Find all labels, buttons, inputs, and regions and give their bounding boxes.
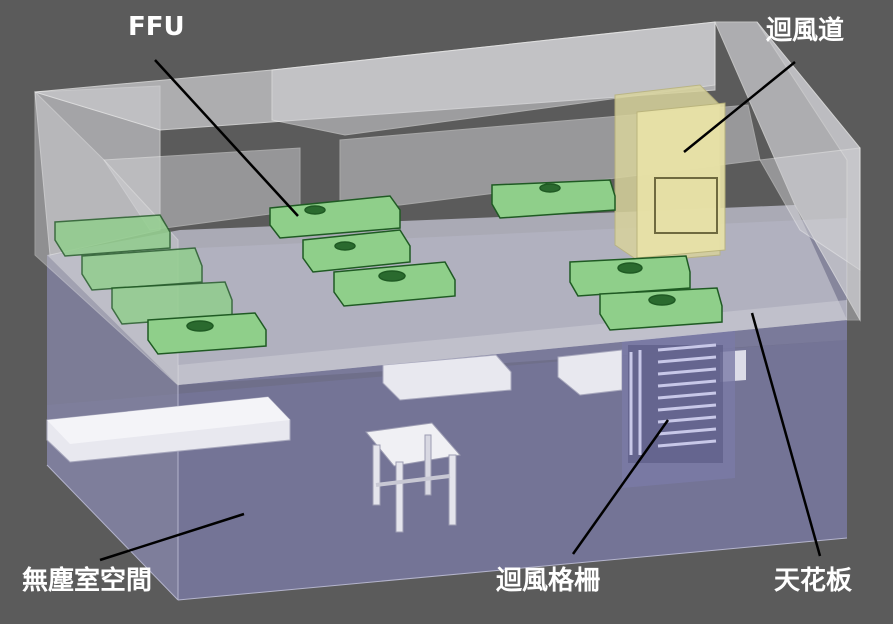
ffu-unit	[269, 195, 401, 239]
ffu-label: FFU	[128, 12, 185, 42]
bench-center	[382, 354, 512, 401]
bench-right	[557, 349, 623, 396]
leader-line-ceiling	[750, 312, 822, 557]
cleanroom-space-label: 無塵室空間	[22, 566, 153, 596]
plenum-partition	[271, 21, 716, 136]
ffu-units	[54, 179, 723, 355]
leader-lines	[99, 59, 822, 562]
ceiling-label: 天花板	[774, 566, 853, 596]
ffu-unit	[491, 179, 616, 219]
work-table	[365, 422, 461, 533]
leader-line-grille	[571, 419, 670, 555]
ffu-unit	[81, 247, 203, 291]
return-air-grille-label: 迴風格柵	[496, 566, 601, 596]
floor-equipment	[46, 349, 746, 533]
room-edge	[177, 537, 848, 601]
ffu-unit	[569, 255, 691, 297]
ffu-unit	[147, 312, 267, 355]
ffu-unit	[54, 214, 171, 257]
plenum-right-front	[756, 21, 861, 321]
return-air-grille	[622, 330, 735, 488]
duct-opening	[654, 177, 718, 234]
leader-line-room	[99, 512, 245, 562]
ffu-unit	[302, 229, 411, 273]
return-air-duct-label: 迴風道	[766, 16, 845, 46]
return-air-duct	[614, 84, 726, 263]
room-edge	[46, 464, 179, 601]
ffu-unit	[599, 287, 723, 331]
leader-line-ffu	[154, 59, 299, 217]
ffu-unit	[333, 261, 456, 307]
grille-slats	[629, 343, 717, 455]
bench-left-top	[47, 397, 290, 444]
plenum-right-box	[759, 147, 861, 271]
leader-line-duct	[683, 61, 796, 153]
